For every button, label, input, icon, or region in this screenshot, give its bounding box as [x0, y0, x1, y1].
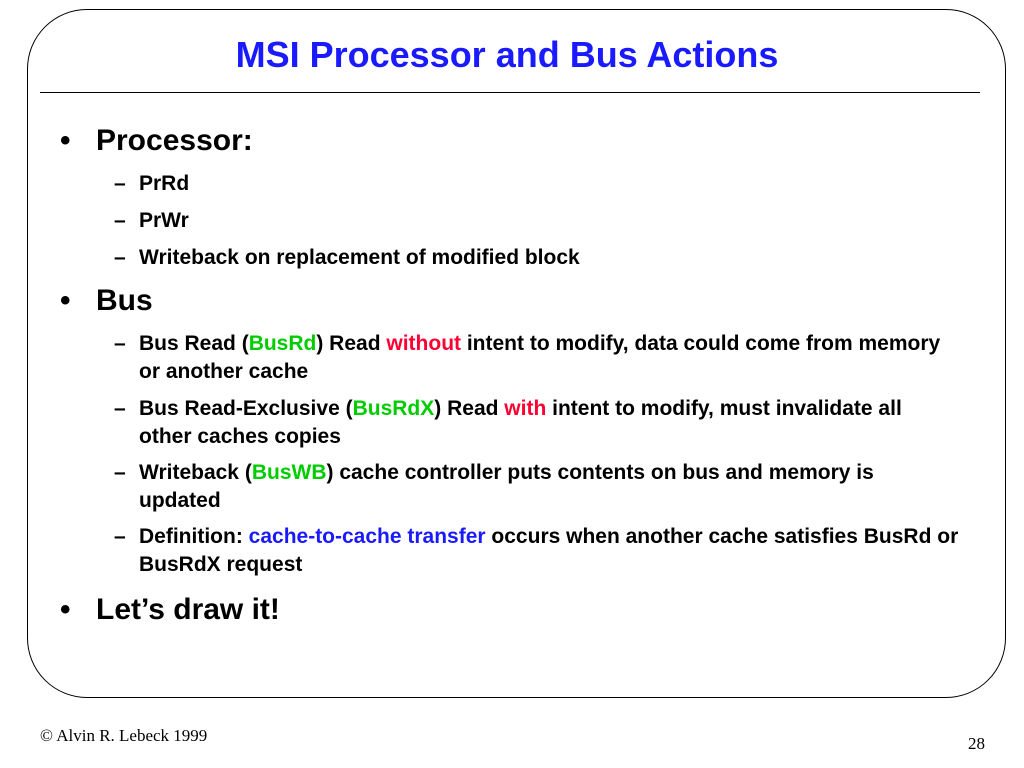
- bullet-symbol: •: [60, 284, 71, 317]
- sub-item-text: Bus Read-Exclusive (BusRdX) Read with in…: [139, 397, 902, 448]
- dash-symbol: –: [114, 461, 126, 484]
- sub-item-text: Bus Read (BusRd) Read without intent to …: [139, 332, 941, 383]
- emphasis-with: with: [504, 397, 547, 420]
- dash-symbol: –: [114, 525, 126, 548]
- term-busrdx: BusRdX: [352, 397, 435, 420]
- term-buswb: BusWB: [251, 461, 327, 484]
- dash-symbol: –: [114, 246, 126, 269]
- title-divider: [40, 92, 980, 93]
- bullet-symbol: •: [60, 124, 71, 157]
- sub-item-text: PrWr: [139, 209, 189, 232]
- dash-symbol: –: [114, 172, 126, 195]
- closing-text: Let’s draw it!: [96, 593, 280, 626]
- sub-item-text: PrRd: [139, 172, 190, 195]
- dash-symbol: –: [114, 332, 126, 355]
- bus-heading: Bus: [96, 284, 153, 317]
- sub-item-text: Definition: cache-to-cache transfer occu…: [139, 525, 959, 576]
- term-busrd: BusRd: [248, 332, 317, 355]
- bullet-symbol: •: [60, 593, 71, 626]
- dash-symbol: –: [114, 209, 126, 232]
- emphasis-without: without: [386, 332, 462, 355]
- slide-frame: [27, 9, 1006, 698]
- dash-symbol: –: [114, 397, 126, 420]
- sub-item-text: Writeback (BusWB) cache controller puts …: [139, 461, 874, 512]
- term-cache-to-cache-transfer: cache-to-cache transfer: [248, 525, 486, 548]
- page-number: 28: [968, 734, 985, 753]
- processor-heading: Processor:: [96, 124, 253, 157]
- slide-title: MSI Processor and Bus Actions: [235, 34, 779, 75]
- footer-copyright: © Alvin R. Lebeck 1999: [40, 726, 208, 745]
- sub-item-text: Writeback on replacement of modified blo…: [139, 246, 580, 269]
